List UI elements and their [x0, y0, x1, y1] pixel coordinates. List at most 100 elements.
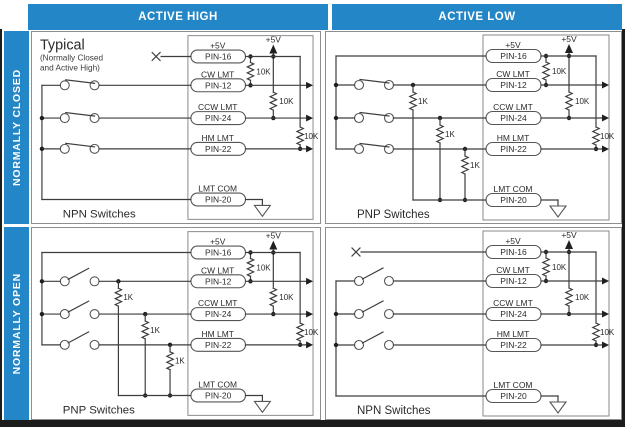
- junction-dot: [333, 115, 339, 121]
- switch-terminal: [59, 276, 70, 287]
- switch-blade-open: [361, 300, 384, 313]
- switch-terminal: [383, 143, 395, 155]
- pullup-resistor: [245, 257, 256, 278]
- frame-left-border: [0, 29, 2, 420]
- series-value: 1K: [175, 357, 185, 366]
- pin-block: [482, 230, 610, 417]
- pullup-value: 10K: [600, 328, 615, 337]
- pin-number-label: PIN-22: [205, 144, 232, 154]
- switch-type-label: PNP Switches: [357, 209, 430, 221]
- pin-name-label: CW LMT: [201, 69, 234, 79]
- pin-number-label: PIN-16: [205, 247, 232, 257]
- switch-terminal: [383, 308, 395, 320]
- pin-number-label: PIN-20: [205, 194, 232, 204]
- row-header-normally-closed-label: NORMALLY CLOSED: [10, 68, 23, 186]
- pin-name-label: LMT COM: [198, 380, 237, 390]
- pin-block: [187, 231, 314, 416]
- pin-name-label: CW LMT: [496, 265, 530, 275]
- switch-terminal: [59, 80, 70, 91]
- series-resistor: [140, 320, 150, 340]
- pin-name-label: HM LMT: [202, 133, 234, 143]
- switch-terminal: [89, 143, 100, 154]
- frame-bottom-border: [0, 420, 625, 427]
- pin-block: [482, 34, 610, 221]
- pullup-resistor: [564, 91, 574, 111]
- switch-blade-open: [67, 331, 90, 344]
- pullup-value: 10K: [600, 132, 615, 141]
- x-mark-icon: [351, 247, 361, 257]
- switch-blade-closed: [359, 78, 390, 84]
- output-arrow-icon: [602, 114, 609, 122]
- ground-icon: [548, 401, 568, 414]
- pin-name-label: CW LMT: [201, 265, 234, 275]
- switch-blade-open: [361, 267, 384, 280]
- pin-name-label: LMT COM: [493, 380, 532, 390]
- series-value: 1K: [123, 293, 133, 302]
- pin-number-label: PIN-24: [205, 309, 232, 319]
- pin-name-label: +5V: [505, 236, 521, 246]
- switch-terminal: [89, 339, 100, 350]
- junction-dot: [39, 311, 45, 317]
- switch-type-label: NPN Switches: [63, 208, 136, 220]
- pullup-value: 10K: [552, 263, 567, 272]
- column-header-active-low: ACTIVE LOW: [332, 4, 622, 30]
- junction-dot: [39, 146, 45, 152]
- switch-blade-closed: [359, 142, 390, 148]
- switch-terminal: [383, 79, 395, 91]
- pullup-resistor: [295, 322, 305, 342]
- output-arrow-icon: [602, 145, 609, 153]
- output-arrow-icon: [306, 114, 314, 122]
- pin-name-label: +5V: [210, 41, 226, 51]
- pullup-value: 10K: [304, 328, 319, 337]
- series-resistor: [408, 91, 418, 111]
- switch-blade-closed: [65, 111, 96, 117]
- pullup-value: 10K: [256, 263, 271, 272]
- switch-terminal: [59, 339, 70, 350]
- output-arrow-icon: [306, 310, 314, 318]
- series-resistor: [113, 287, 123, 307]
- pin-name-label: LMT COM: [198, 184, 237, 194]
- pullup-value: 10K: [279, 97, 294, 106]
- pullup-value: 10K: [304, 132, 319, 141]
- pin-number-label: PIN-22: [205, 340, 232, 350]
- pullup-resistor: [295, 126, 305, 146]
- pullup-resistor: [591, 322, 601, 342]
- ground-icon: [548, 205, 568, 218]
- pin-number-label: PIN-12: [500, 276, 527, 286]
- switch-terminal: [353, 275, 365, 287]
- pullup-value: 10K: [279, 293, 294, 302]
- pin-name-label: HM LMT: [497, 329, 530, 339]
- pin-name-label: HM LMT: [497, 133, 530, 143]
- pin-name-label: CCW LMT: [198, 298, 237, 308]
- pin-number-label: PIN-16: [500, 247, 527, 257]
- pullup-value: 10K: [575, 293, 590, 302]
- pin-number-label: PIN-22: [500, 144, 527, 154]
- switch-blade-closed: [65, 79, 96, 84]
- switch-terminal: [59, 143, 70, 154]
- pin-number-label: PIN-24: [500, 113, 527, 123]
- switch-blade-closed: [65, 142, 96, 148]
- junction-dot: [333, 82, 339, 88]
- pullup-value: 10K: [256, 67, 271, 76]
- switch-terminal: [383, 339, 395, 351]
- pin-number-label: PIN-12: [205, 276, 232, 286]
- pin-number-label: PIN-24: [205, 113, 232, 123]
- output-arrow-icon: [602, 81, 609, 89]
- pullup-resistor: [541, 61, 551, 81]
- pin-number-label: PIN-12: [500, 80, 527, 90]
- pin-name-label: LMT COM: [493, 184, 532, 194]
- switch-terminal: [89, 276, 100, 287]
- supply-arrow-icon: [565, 44, 573, 53]
- switch-terminal: [353, 79, 365, 91]
- frame-right-border: [622, 29, 625, 420]
- supply-rail-label: +5V: [561, 230, 577, 240]
- switch-terminal: [89, 309, 100, 320]
- pin-number-label: PIN-16: [500, 51, 527, 61]
- pin-number-label: PIN-20: [500, 391, 527, 401]
- supply-rail-label: +5V: [266, 35, 282, 45]
- pullup-resistor: [268, 91, 278, 111]
- switch-terminal: [353, 112, 365, 124]
- supply-rail-label: +5V: [266, 231, 282, 241]
